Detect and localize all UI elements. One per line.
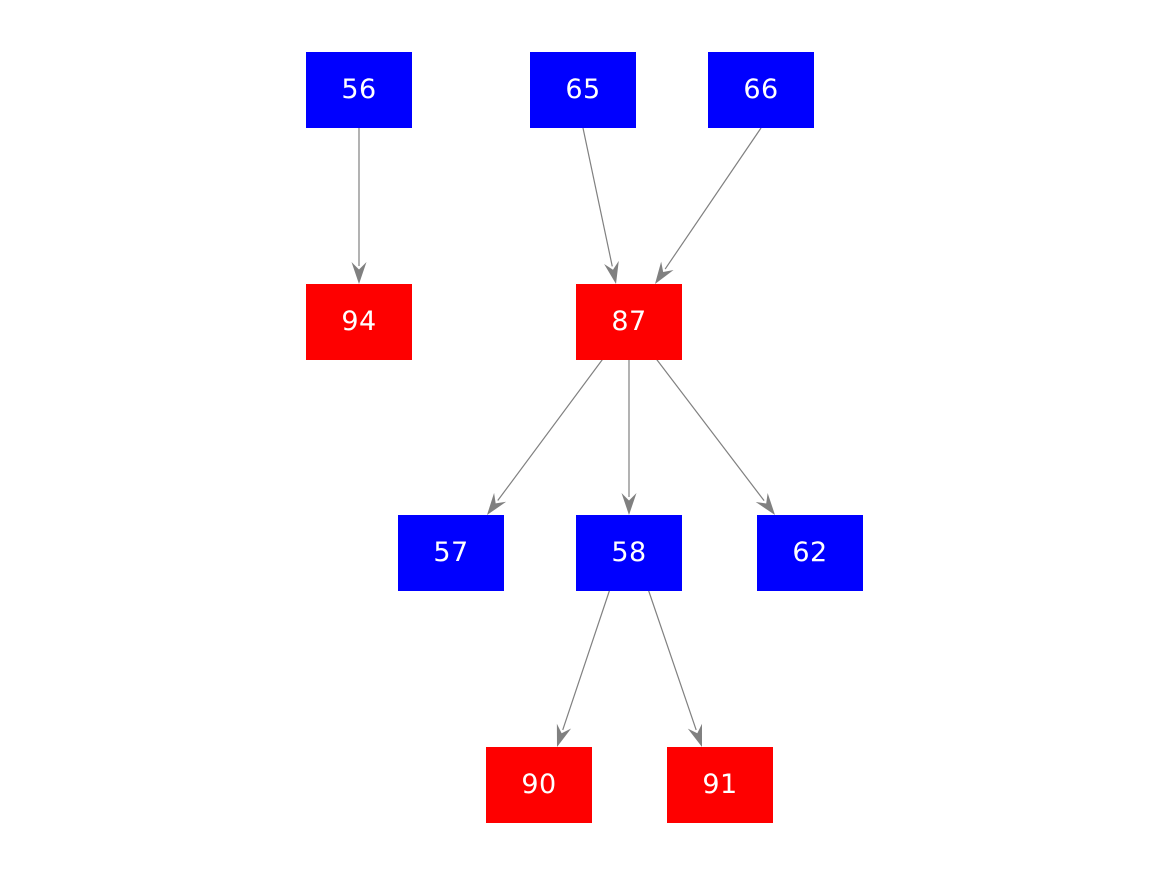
edge-87-to-58: [621, 352, 637, 515]
edge-line: [562, 582, 613, 731]
arrowhead-icon: [655, 261, 674, 284]
graph-node-65[interactable]: 65: [530, 52, 636, 128]
graph-node-label: 91: [702, 768, 738, 800]
arrowhead-icon: [755, 492, 775, 515]
arrowhead-icon: [487, 492, 507, 515]
edge-line: [664, 127, 762, 270]
graph-node-label: 56: [341, 73, 377, 105]
graph-node-label: 58: [611, 536, 647, 568]
graph-node-62[interactable]: 62: [757, 515, 863, 591]
graph-node-label: 57: [433, 536, 469, 568]
edge-line: [645, 582, 697, 731]
edge-line: [650, 351, 765, 502]
edge-65-to-87: [582, 127, 619, 284]
graph-node-94[interactable]: 94: [306, 284, 412, 360]
arrowhead-icon: [351, 262, 367, 284]
graph-node-66[interactable]: 66: [708, 52, 814, 128]
graph-node-label: 65: [565, 73, 601, 105]
graph-node-label: 94: [341, 305, 377, 337]
graph-node-label: 62: [792, 536, 828, 568]
edge-87-to-62: [650, 351, 775, 515]
edge-87-to-57: [487, 351, 609, 515]
graph-node-87[interactable]: 87: [576, 284, 682, 360]
edge-line: [497, 351, 609, 501]
arrowhead-icon: [687, 723, 702, 747]
arrowhead-icon: [556, 723, 572, 747]
graph-node-57[interactable]: 57: [398, 515, 504, 591]
edge-66-to-87: [655, 127, 762, 284]
graph-node-56[interactable]: 56: [306, 52, 412, 128]
edge-58-to-90: [556, 582, 613, 747]
graph-node-label: 90: [521, 768, 557, 800]
edge-56-to-94: [351, 128, 367, 284]
graph-node-90[interactable]: 90: [486, 747, 592, 823]
graph-node-91[interactable]: 91: [667, 747, 773, 823]
graph-node-label: 66: [743, 73, 779, 105]
edge-58-to-91: [645, 582, 702, 747]
graph-node-58[interactable]: 58: [576, 515, 682, 591]
graph-node-label: 87: [611, 305, 647, 337]
edge-line: [582, 127, 613, 267]
arrowhead-icon: [621, 493, 637, 515]
arrowhead-icon: [604, 260, 619, 284]
